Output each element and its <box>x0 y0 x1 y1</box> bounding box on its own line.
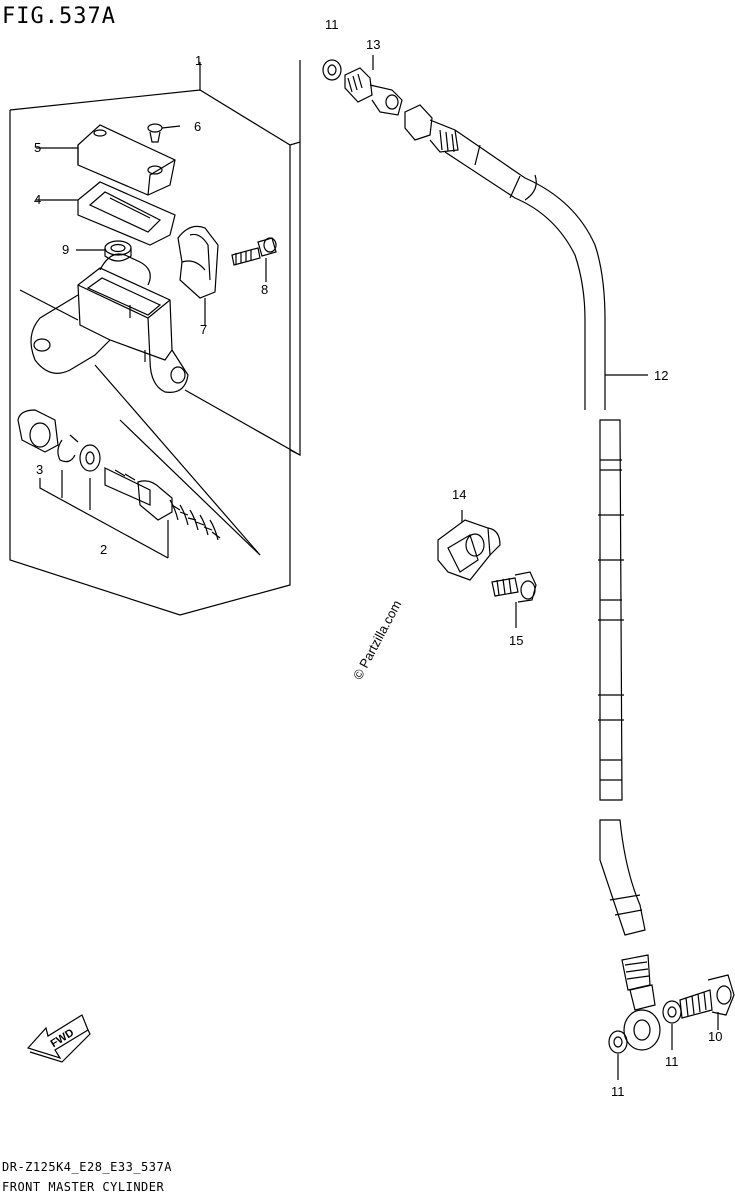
fwd-arrow-icon <box>26 1014 91 1063</box>
callout-13: 13 <box>366 37 381 52</box>
callout-11-bottom-right: 11 <box>665 1054 679 1069</box>
callout-9: 9 <box>62 242 70 257</box>
callout-7: 7 <box>200 322 208 337</box>
master-cylinder-body <box>19 253 261 556</box>
callout-2: 2 <box>100 542 108 557</box>
figure-title: FIG.537A <box>2 4 116 29</box>
screw-6 <box>147 123 181 143</box>
hose-clamp-14 <box>437 510 501 581</box>
piston-kit <box>17 409 221 559</box>
banjo-fitting-top <box>322 55 459 153</box>
figure-code: DR-Z125K4_E28_E33_537A <box>2 1160 172 1174</box>
bolt-8 <box>231 237 277 282</box>
figure-name: FRONT MASTER CYLINDER <box>2 1180 165 1194</box>
callout-4: 4 <box>34 192 42 207</box>
boot-9 <box>76 240 132 262</box>
callout-15: 15 <box>509 633 524 648</box>
callout-12: 12 <box>654 368 669 383</box>
bolt-15 <box>491 571 537 628</box>
assembly-1-frame <box>9 60 301 616</box>
callout-3: 3 <box>36 462 44 477</box>
brake-hose-12 <box>444 129 661 1051</box>
callout-14: 14 <box>452 487 467 502</box>
banjo-bolt-bottom <box>608 974 735 1080</box>
callout-11-top: 11 <box>325 17 339 32</box>
reservoir-cap-5 <box>36 124 176 196</box>
callout-11-bottom-left: 11 <box>611 1084 625 1099</box>
callout-8: 8 <box>261 282 269 297</box>
callout-5: 5 <box>34 140 42 155</box>
holder-7 <box>177 225 219 325</box>
callout-6: 6 <box>194 119 202 134</box>
callout-10: 10 <box>708 1029 723 1044</box>
callout-1: 1 <box>195 53 203 68</box>
diaphragm-4 <box>36 181 176 246</box>
